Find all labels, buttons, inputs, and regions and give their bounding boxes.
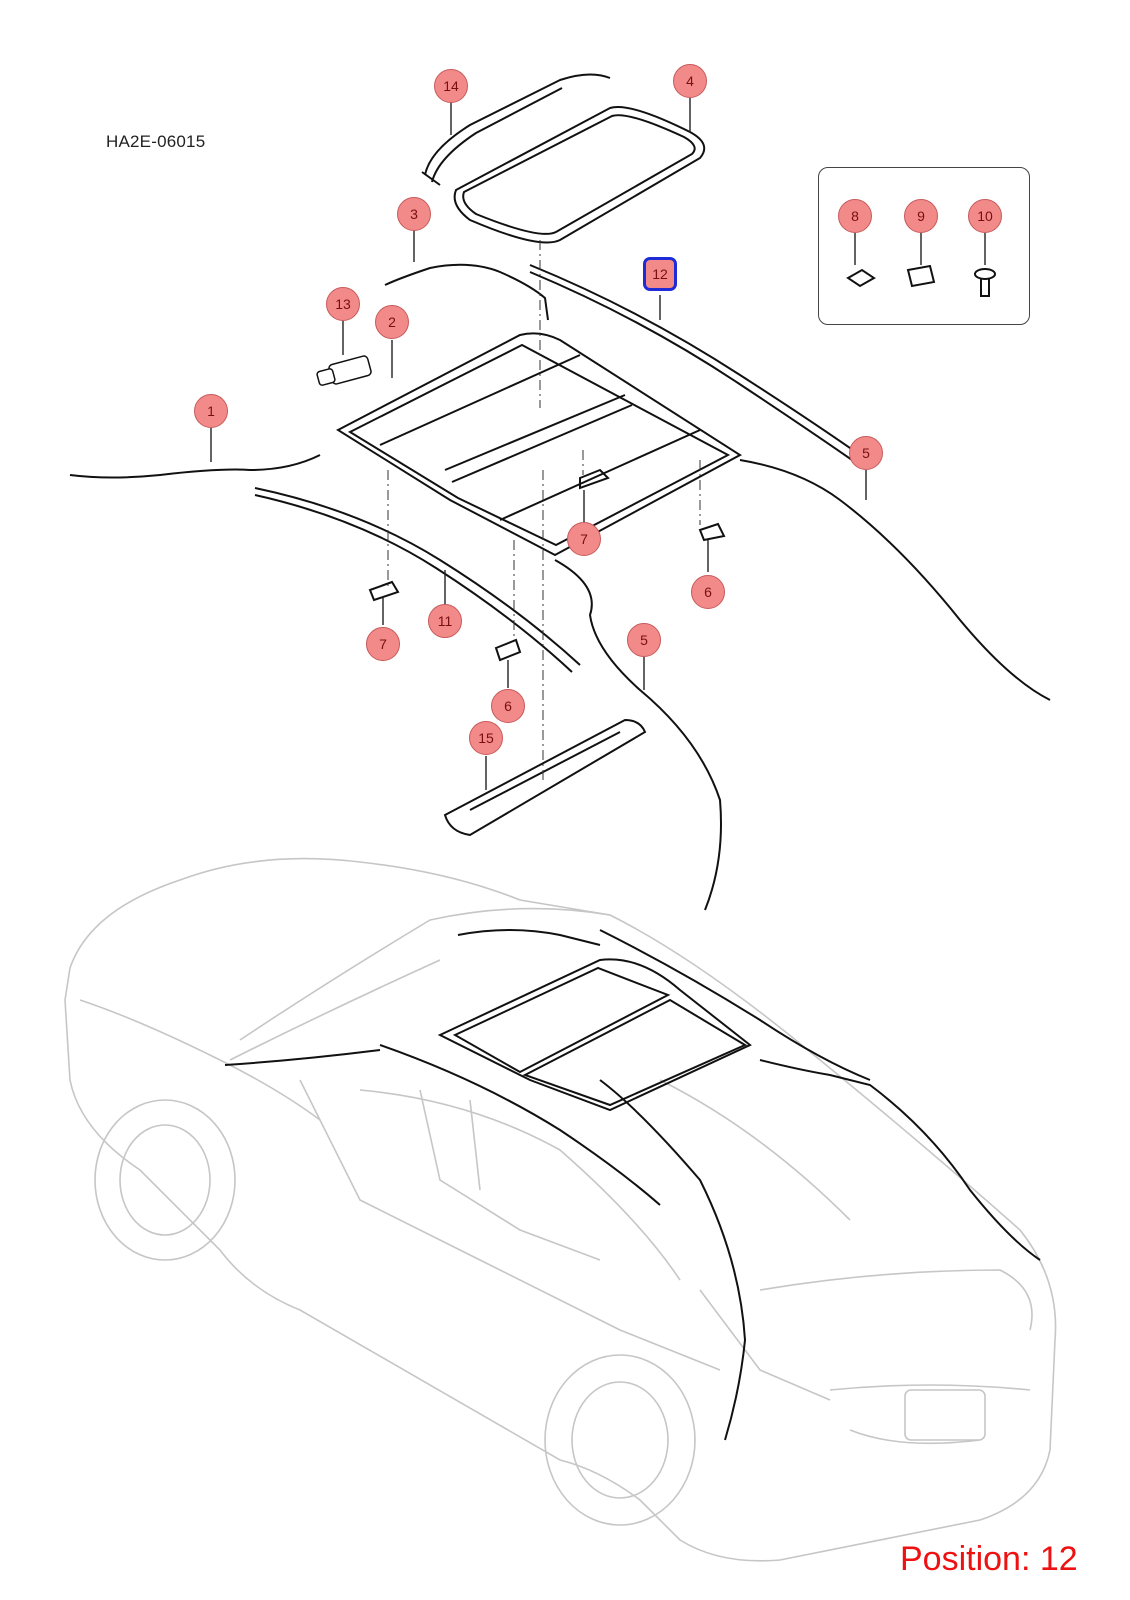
callout-10[interactable]: 10 — [968, 199, 1002, 233]
callout-6-left[interactable]: 6 — [491, 689, 525, 723]
callout-14[interactable]: 14 — [434, 69, 468, 103]
clip-part-9[interactable] — [906, 264, 936, 288]
vehicle-sunroof — [224, 929, 1041, 1441]
rear-drain-hose-part-b[interactable] — [554, 559, 722, 911]
callout-1[interactable]: 1 — [194, 394, 228, 428]
callout-8[interactable]: 8 — [838, 199, 872, 233]
wind-deflector-part[interactable] — [421, 73, 611, 186]
callout-5-center[interactable]: 5 — [627, 623, 661, 657]
small-parts-inset — [818, 167, 1030, 325]
roof-moulding-part-12[interactable] — [529, 264, 861, 461]
rear-drain-hose-part-a[interactable] — [739, 459, 1051, 701]
callout-7-left[interactable]: 7 — [366, 627, 400, 661]
callout-12-selected[interactable]: 12 — [643, 257, 677, 291]
vehicle-outline — [64, 857, 1057, 1562]
callout-3[interactable]: 3 — [397, 197, 431, 231]
sunroof-frame-part[interactable] — [335, 332, 742, 557]
callout-7-right[interactable]: 7 — [567, 522, 601, 556]
front-drain-hose-part[interactable] — [384, 263, 549, 321]
callout-2[interactable]: 2 — [375, 305, 409, 339]
bracket-part-7a[interactable] — [579, 468, 610, 490]
nut-clip-part-8[interactable] — [846, 268, 876, 288]
callout-9[interactable]: 9 — [904, 199, 938, 233]
callout-15[interactable]: 15 — [469, 721, 503, 755]
diagram-code: HA2E-06015 — [106, 132, 206, 151]
callout-4[interactable]: 4 — [673, 64, 707, 98]
sunroof-motor-part[interactable] — [316, 355, 372, 386]
bracket-part-7b[interactable] — [368, 580, 400, 602]
position-indicator: Position: 12 — [900, 1540, 1078, 1578]
callout-6-right[interactable]: 6 — [691, 575, 725, 609]
bracket-part-6b[interactable] — [494, 638, 522, 662]
sunroof-glass-part[interactable] — [453, 106, 706, 244]
callout-5-rear[interactable]: 5 — [849, 436, 883, 470]
callout-13[interactable]: 13 — [326, 287, 360, 321]
sunshade-part[interactable] — [443, 718, 647, 837]
callout-11[interactable]: 11 — [428, 604, 462, 638]
screw-part-10[interactable] — [974, 268, 996, 297]
bracket-part-6a[interactable] — [698, 522, 726, 542]
roof-moulding-part-11[interactable] — [254, 487, 581, 673]
front-left-drain-hose-part[interactable] — [69, 454, 321, 479]
